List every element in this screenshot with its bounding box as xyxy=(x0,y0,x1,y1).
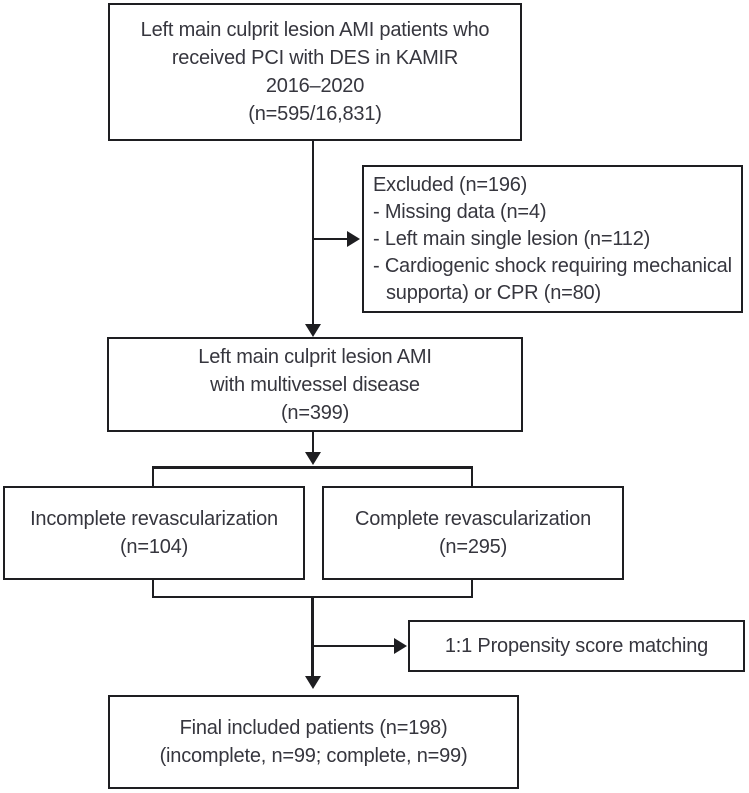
connector-merge-drop-left xyxy=(151,580,155,598)
complete-line-2: (n=295) xyxy=(438,536,508,558)
flow-box-complete-revascularization: Complete revascularization (n=295) xyxy=(322,486,624,580)
excluded-item-single-lesion: - Left main single lesion (n=112) xyxy=(373,228,651,250)
complete-line-1: Complete revascularization xyxy=(354,508,592,530)
source-line-2: received PCI with DES in KAMIR xyxy=(171,47,459,69)
flow-box-propensity-matching: 1:1 Propensity score matching xyxy=(408,620,745,672)
multivessel-line-3: (n=399) xyxy=(280,401,350,424)
arrowhead-down-icon xyxy=(305,324,321,337)
psm-label: 1:1 Propensity score matching xyxy=(444,635,709,657)
incomplete-line-2: (n=104) xyxy=(119,536,189,558)
source-line-3: 2016–2020 xyxy=(265,75,365,97)
multivessel-line-2: with multivessel disease xyxy=(210,373,420,396)
excluded-item-cardiogenic-shock: - Cardiogenic shock requiring mechanical… xyxy=(373,255,732,304)
connector-source-to-multivessel xyxy=(311,141,315,325)
excluded-item-missing-data: - Missing data (n=4) xyxy=(373,201,547,223)
connector-branch-excluded xyxy=(313,237,348,241)
connector-merge-drop-right xyxy=(470,580,474,598)
flow-box-source-population: Left main culprit lesion AMI patients wh… xyxy=(108,3,522,141)
connector-merge-to-final xyxy=(311,595,314,677)
source-line-4: (n=595/16,831) xyxy=(248,103,382,125)
excluded-title: Excluded (n=196) xyxy=(373,174,528,196)
flow-box-excluded: Excluded (n=196) - Missing data (n=4) - … xyxy=(362,165,743,313)
final-line-1: Final included patients (n=198) xyxy=(179,717,448,739)
flow-box-multivessel: Left main culprit lesion AMI with multiv… xyxy=(107,337,523,432)
flow-box-incomplete-revascularization: Incomplete revascularization (n=104) xyxy=(3,486,305,580)
arrowhead-right-icon xyxy=(347,231,360,247)
arrowhead-down-icon xyxy=(304,676,321,689)
arrowhead-right-icon xyxy=(394,638,407,654)
final-line-2: (incomplete, n=99; complete, n=99) xyxy=(159,745,468,767)
flow-box-final-included: Final included patients (n=198) (incompl… xyxy=(108,695,519,789)
multivessel-line-1: Left main culprit lesion AMI xyxy=(198,345,432,368)
connector-multivessel-to-split xyxy=(311,432,315,453)
connector-split-drop-left xyxy=(151,466,155,487)
connector-split-drop-right xyxy=(470,466,474,487)
incomplete-line-1: Incomplete revascularization xyxy=(30,508,278,530)
connector-split-horizontal xyxy=(151,466,474,469)
arrowhead-down-icon xyxy=(305,452,321,465)
source-line-1: Left main culprit lesion AMI patients wh… xyxy=(140,19,490,41)
connector-branch-psm xyxy=(312,644,395,648)
